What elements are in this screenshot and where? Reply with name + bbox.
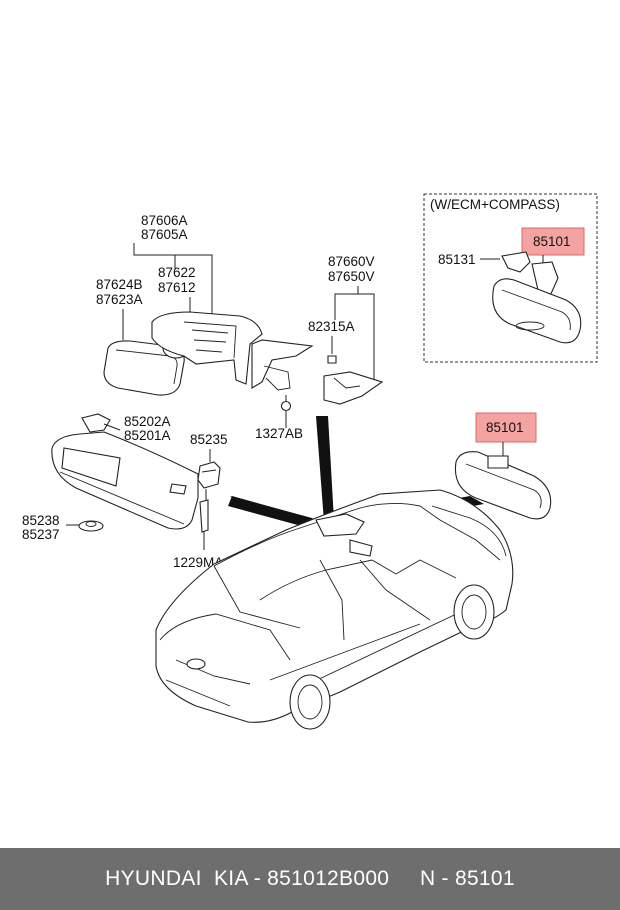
front-wheel [453,584,495,640]
sun-visor-group: 85202A 85201A 85235 1229MA 85238 85237 [22,413,228,570]
mirror-mount-base [487,455,509,469]
screw-1229ma [199,499,209,533]
visor-hook [78,520,104,532]
bolt-1327ab [280,400,292,412]
label-85202a: 85202A [124,414,171,429]
inset-part-highlight [521,227,585,256]
label-87650v: 87650V [328,269,375,284]
ecm-mirror-mount [531,261,559,297]
label-1327ab: 1327AB [255,426,303,441]
inset-frame [423,193,598,363]
car-body [155,489,514,723]
mirror-cover-85131 [501,251,531,273]
vanity-mirror [61,447,121,487]
label-87622: 87622 [158,265,196,280]
label-87660v: 87660V [328,254,375,269]
inside-mirror [454,451,552,520]
outside-mirror-group: 87606A 87605A 87624B 87623A 87622 87612 [96,213,314,396]
label-87606a: 87606A [141,213,188,228]
part-number-footer: HYUNDAI KIA - 851012B000 N - 85101 [0,848,620,910]
label-87612: 87612 [158,280,196,295]
mirror-mount-cover [251,339,314,389]
sun-visor [51,431,199,530]
inside-mirror-group: 85101 [454,412,552,520]
label-85201a: 85201A [124,428,171,443]
label-82315a: 82315A [308,319,355,334]
label-85237: 85237 [22,527,60,542]
part-highlight [475,412,537,443]
label-87624b: 87624B [96,277,143,292]
inset-ecm-compass: (W/ECM+COMPASS) 85101 85131 [423,193,598,363]
nut-82315a [327,355,337,364]
mirror-cover-group: 87660V 87650V 82315A 1327AB [255,254,384,441]
inset-title: (W/ECM+COMPASS) [430,197,560,212]
label-87623a: 87623A [96,292,143,307]
label-inset-85101: 85101 [533,234,571,249]
mirror-triangle-cover [323,371,384,405]
label-85235: 85235 [190,432,228,447]
label-87605a: 87605A [141,227,188,242]
label-85238: 85238 [22,513,60,528]
visor-retainer [197,461,221,489]
visor-clip [81,413,111,433]
rear-wheel [289,674,331,730]
mirror-glass [103,340,185,396]
label-85101: 85101 [486,420,524,435]
car-illustration [155,489,514,730]
parts-diagram: 87606A 87605A 87624B 87623A 87622 87612 … [22,193,598,730]
mirror-housing [151,311,263,385]
ecm-mirror [492,278,582,344]
label-85131: 85131 [438,252,476,267]
